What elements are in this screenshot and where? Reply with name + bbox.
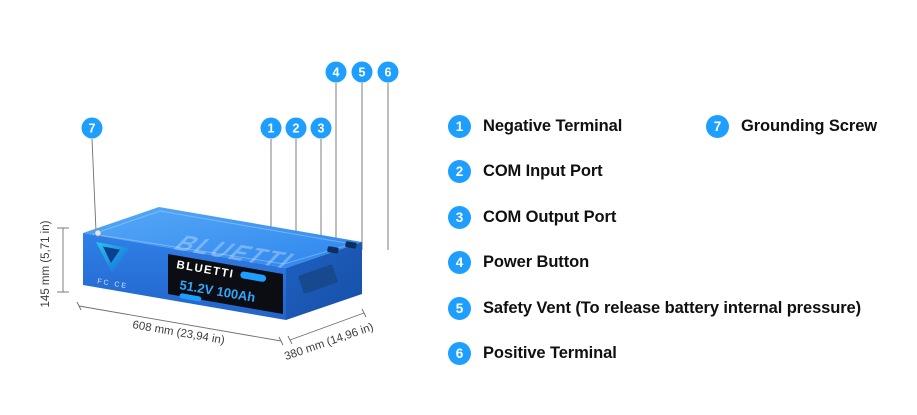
legend-item-com-input-port: 2 COM Input Port: [448, 160, 861, 184]
legend-item-grounding-screw: 7 Grounding Screw: [706, 114, 877, 138]
battery-body: BLUETTI FC CE BLUETTI 51.2V 100Ah: [83, 207, 362, 320]
callout-1-number: 1: [268, 122, 275, 136]
legend-item-power-button: 4 Power Button: [448, 251, 861, 275]
callout-markers: 7 1 2 3 4 5 6: [81, 61, 399, 139]
legend-column-right: 7 Grounding Screw: [706, 114, 877, 160]
callout-1: 1: [260, 117, 282, 139]
legend-number-badge: 7: [706, 114, 729, 138]
callout-2: 2: [285, 117, 307, 139]
legend-label: COM Output Port: [483, 207, 617, 226]
callout-6-number: 6: [385, 66, 392, 80]
depth-dim-tick-right: [361, 308, 367, 318]
panel-small-badge: [179, 293, 202, 302]
panel-blue-badge: [240, 271, 267, 282]
callout-3: 3: [310, 117, 332, 139]
length-dim-tick-left: [76, 301, 82, 311]
legend-number-badge: 5: [448, 296, 471, 320]
callout-4-number: 4: [333, 66, 340, 80]
bluetti-triangle-logo-inner: [103, 246, 120, 263]
callout-7: 7: [81, 117, 103, 139]
height-dim-label: 145 mm (5,71 in): [40, 220, 52, 307]
negative-terminal-cap: [327, 246, 339, 254]
grounding-screw: [94, 229, 102, 237]
legend-item-negative-terminal: 1 Negative Terminal: [448, 114, 861, 138]
legend-label: Safety Vent (To release battery internal…: [483, 298, 862, 317]
legend-label: COM Input Port: [483, 162, 603, 180]
legend-number-badge: 3: [448, 205, 471, 229]
legend-label: Positive Terminal: [483, 344, 617, 362]
legend-item-com-output-port: 3 COM Output Port: [448, 205, 861, 229]
callout-4: 4: [325, 61, 347, 83]
callout-leader-lines: [91, 83, 389, 274]
legend-number-badge: 6: [448, 342, 471, 365]
dimension-lines: [57, 227, 367, 346]
callout-5-number: 5: [359, 66, 366, 80]
callout-7-number: 7: [89, 122, 96, 136]
legend-label: Grounding Screw: [741, 116, 878, 135]
positive-terminal-cap: [345, 241, 357, 249]
depth-dim-label: 380 mm (14,96 in): [283, 321, 375, 363]
safety-vent: [298, 264, 338, 294]
legend-item-safety-vent: 5 Safety Vent (To release battery intern…: [448, 296, 861, 320]
legend-label: Negative Terminal: [483, 116, 623, 135]
legend-number-badge: 4: [448, 251, 471, 274]
length-dim-tick-right: [278, 336, 284, 346]
callout-6: 6: [377, 61, 399, 83]
leader-line-7: [91, 138, 97, 232]
callout-2-number: 2: [293, 122, 300, 136]
legend-number-badge: 1: [448, 114, 471, 138]
callout-3-number: 3: [318, 122, 325, 136]
battery-top-face: [83, 207, 362, 268]
length-dim-line: [78, 305, 282, 342]
legend-item-positive-terminal: 6 Positive Terminal: [448, 342, 861, 366]
legend-number-badge: 2: [448, 160, 471, 183]
legend-column-left: 1 Negative Terminal 2 COM Input Port 3 C…: [448, 114, 861, 387]
depth-dim-tick-left: [287, 335, 293, 345]
callout-5: 5: [351, 61, 373, 83]
legend-label: Power Button: [483, 253, 590, 271]
depth-dim-line: [289, 312, 365, 341]
